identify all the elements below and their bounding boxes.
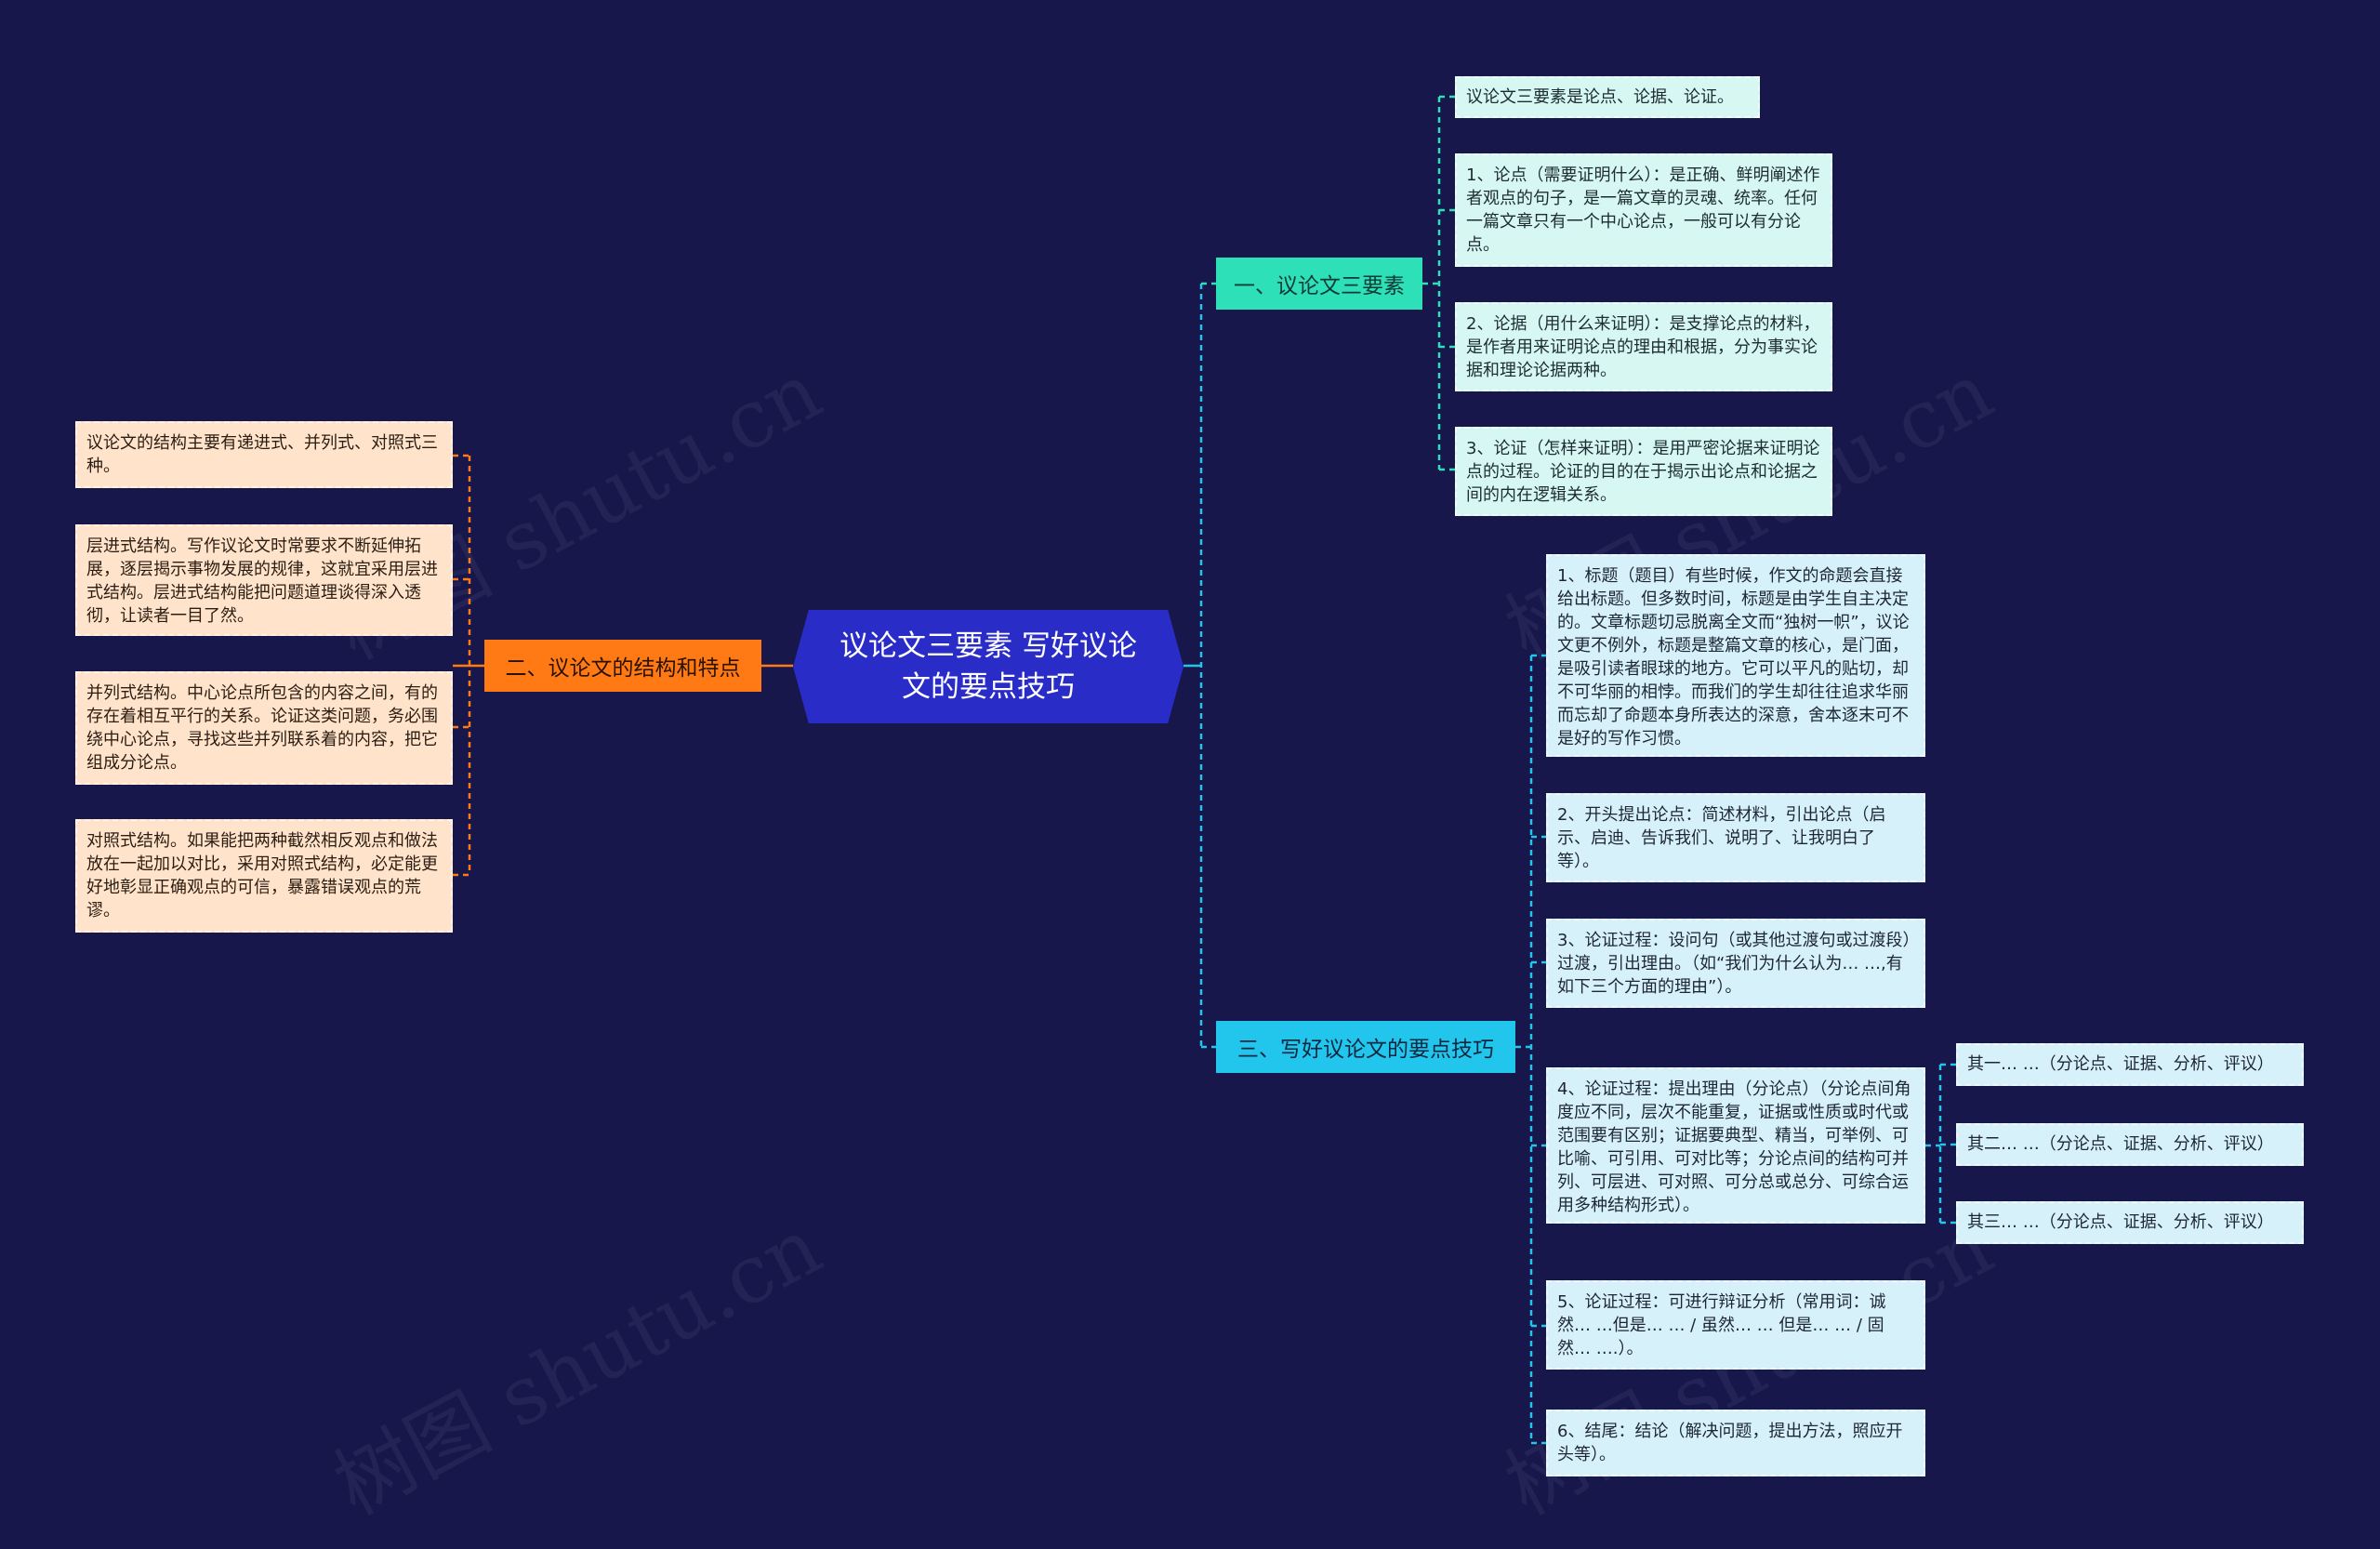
root-title: 议论文三要素 写好议论文的要点技巧 [840, 629, 1137, 704]
sub-leaf-reason-one[interactable]: 其一… …（分论点、证据、分析、评议） [1956, 1043, 2304, 1086]
branch-writing-tips[interactable]: 三、写好议论文的要点技巧 [1216, 1021, 1515, 1073]
leaf-opening-tip[interactable]: 2、开头提出论点：简述材料，引出论点（启示、启迪、告诉我们、说明了、让我明白了等… [1546, 793, 1925, 882]
leaf-title-tip[interactable]: 1、标题（题目）有些时候，作文的命题会直接给出标题。但多数时间，标题是由学生自主… [1546, 554, 1925, 757]
leaf-ending-tip[interactable]: 6、结尾：结论（解决问题，提出方法，照应开头等）。 [1546, 1410, 1925, 1476]
branch-label: 三、写好议论文的要点技巧 [1237, 1038, 1494, 1062]
leaf-progressive-structure[interactable]: 层进式结构。写作议论文时常要求不断延伸拓展，逐层揭示事物发展的规律，这就宜采用层… [75, 524, 453, 636]
leaf-parallel-structure[interactable]: 并列式结构。中心论点所包含的内容之间，有的存在着相互平行的关系。论证这类问题，务… [75, 671, 453, 785]
leaf-contrast-structure[interactable]: 对照式结构。如果能把两种截然相反观点和做法放在一起加以对比，采用对照式结构，必定… [75, 819, 453, 933]
leaf-argument-evidence[interactable]: 2、论据（用什么来证明）：是支撑论点的材料，是作者用来证明论点的理由和根据，分为… [1455, 302, 1832, 391]
sub-leaf-reason-two[interactable]: 其二… …（分论点、证据、分析、评议） [1956, 1123, 2304, 1166]
sub-leaf-reason-three[interactable]: 其三… …（分论点、证据、分析、评议） [1956, 1201, 2304, 1244]
leaf-structure-types[interactable]: 议论文的结构主要有递进式、并列式、对照式三种。 [75, 421, 453, 488]
leaf-argument-point[interactable]: 1、论点（需要证明什么）：是正确、鲜明阐述作者观点的句子，是一篇文章的灵魂、统率… [1455, 153, 1832, 267]
leaf-argument-reasoning[interactable]: 3、论证（怎样来证明）：是用严密论据来证明论点的过程。论证的目的在于揭示出论点和… [1455, 427, 1832, 516]
branch-label: 二、议论文的结构和特点 [505, 656, 741, 681]
branch-label: 一、议论文三要素 [1234, 274, 1405, 298]
branch-three-elements[interactable]: 一、议论文三要素 [1216, 258, 1422, 310]
leaf-three-elements-summary[interactable]: 议论文三要素是论点、论据、论证。 [1455, 76, 1760, 118]
branch-structure[interactable]: 二、议论文的结构和特点 [484, 640, 761, 692]
root-topic[interactable]: 议论文三要素 写好议论文的要点技巧 [793, 610, 1183, 723]
leaf-dialectic-tip[interactable]: 5、论证过程：可进行辩证分析（常用词：诚然… …但是… … / 虽然… … 但是… [1546, 1280, 1925, 1370]
leaf-reasons-tip[interactable]: 4、论证过程：提出理由（分论点）（分论点间角度应不同，层次不能重复，证据或性质或… [1546, 1067, 1925, 1224]
leaf-transition-tip[interactable]: 3、论证过程：设问句（或其他过渡句或过渡段）过渡，引出理由。（如“我们为什么认为… [1546, 919, 1925, 1008]
